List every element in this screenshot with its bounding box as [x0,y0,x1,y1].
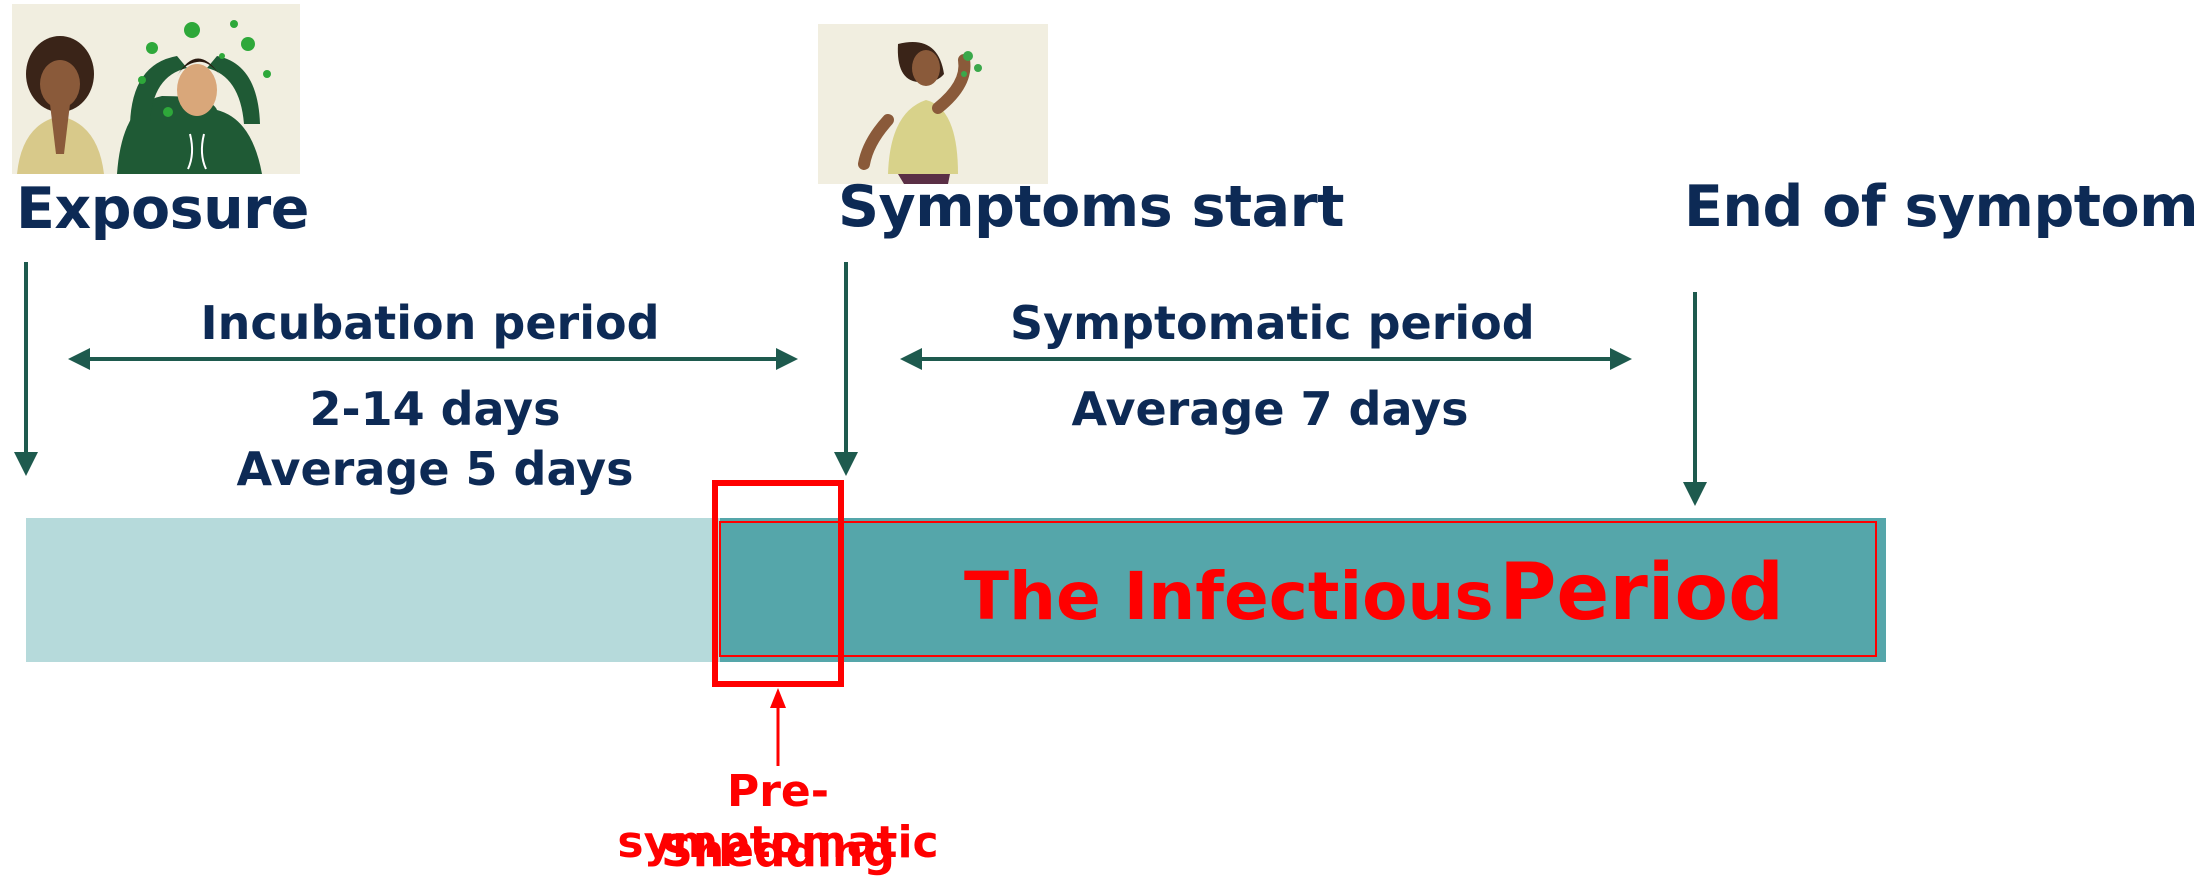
callout-up-arrow [770,688,786,766]
end-of-symptoms-down-arrow [1683,292,1707,506]
incubation-double-arrow [68,348,798,370]
symptoms-start-down-arrow [834,262,858,476]
exposure-down-arrow [14,262,38,476]
symptomatic-double-arrow [900,348,1632,370]
infectious-period-label: The Infectious Period [964,548,1784,638]
pre-symptomatic-highlight-box [715,483,841,684]
pre-symptomatic-callout-line2: Shedding [578,826,978,877]
infectious-period-label-suffix: Period [1499,548,1784,638]
infectious-period-label-prefix: The Infectious [964,558,1494,635]
